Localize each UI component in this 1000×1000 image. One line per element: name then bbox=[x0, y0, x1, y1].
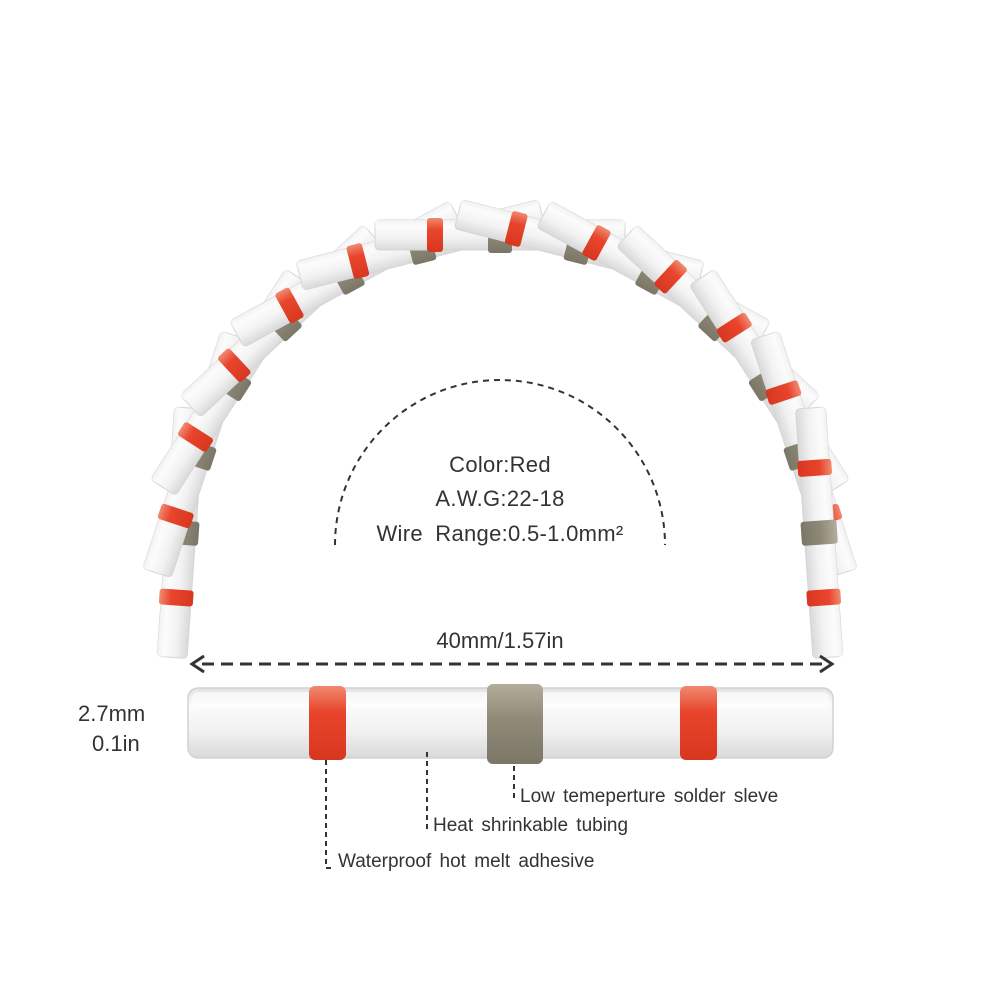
adhesive-band-left bbox=[309, 686, 346, 760]
spec-wire-range: Wire Range:0.5-1.0mm² bbox=[376, 521, 624, 546]
spec-awg: A.W.G:22-18 bbox=[435, 486, 565, 511]
spec-color: Color:Red bbox=[449, 452, 551, 477]
main-connector bbox=[187, 684, 834, 764]
connector-fan bbox=[139, 196, 861, 660]
callout-leaders bbox=[325, 752, 518, 869]
diameter-mm-label: 2.7mm bbox=[78, 701, 146, 726]
callout-solder-label: Low temeperture solder sleve bbox=[520, 786, 779, 807]
length-label: 40mm/1.57in bbox=[436, 628, 564, 653]
solder-ring bbox=[487, 684, 543, 764]
adhesive-band-right bbox=[680, 686, 717, 760]
callout-adhesive-label: Waterproof hot melt adhesive bbox=[338, 851, 595, 872]
guide-arc bbox=[334, 379, 666, 546]
length-dimension-arrow bbox=[189, 654, 835, 674]
callout-tubing-label: Heat shrinkable tubing bbox=[433, 815, 629, 836]
diameter-in-label: 0.1in bbox=[92, 731, 140, 756]
